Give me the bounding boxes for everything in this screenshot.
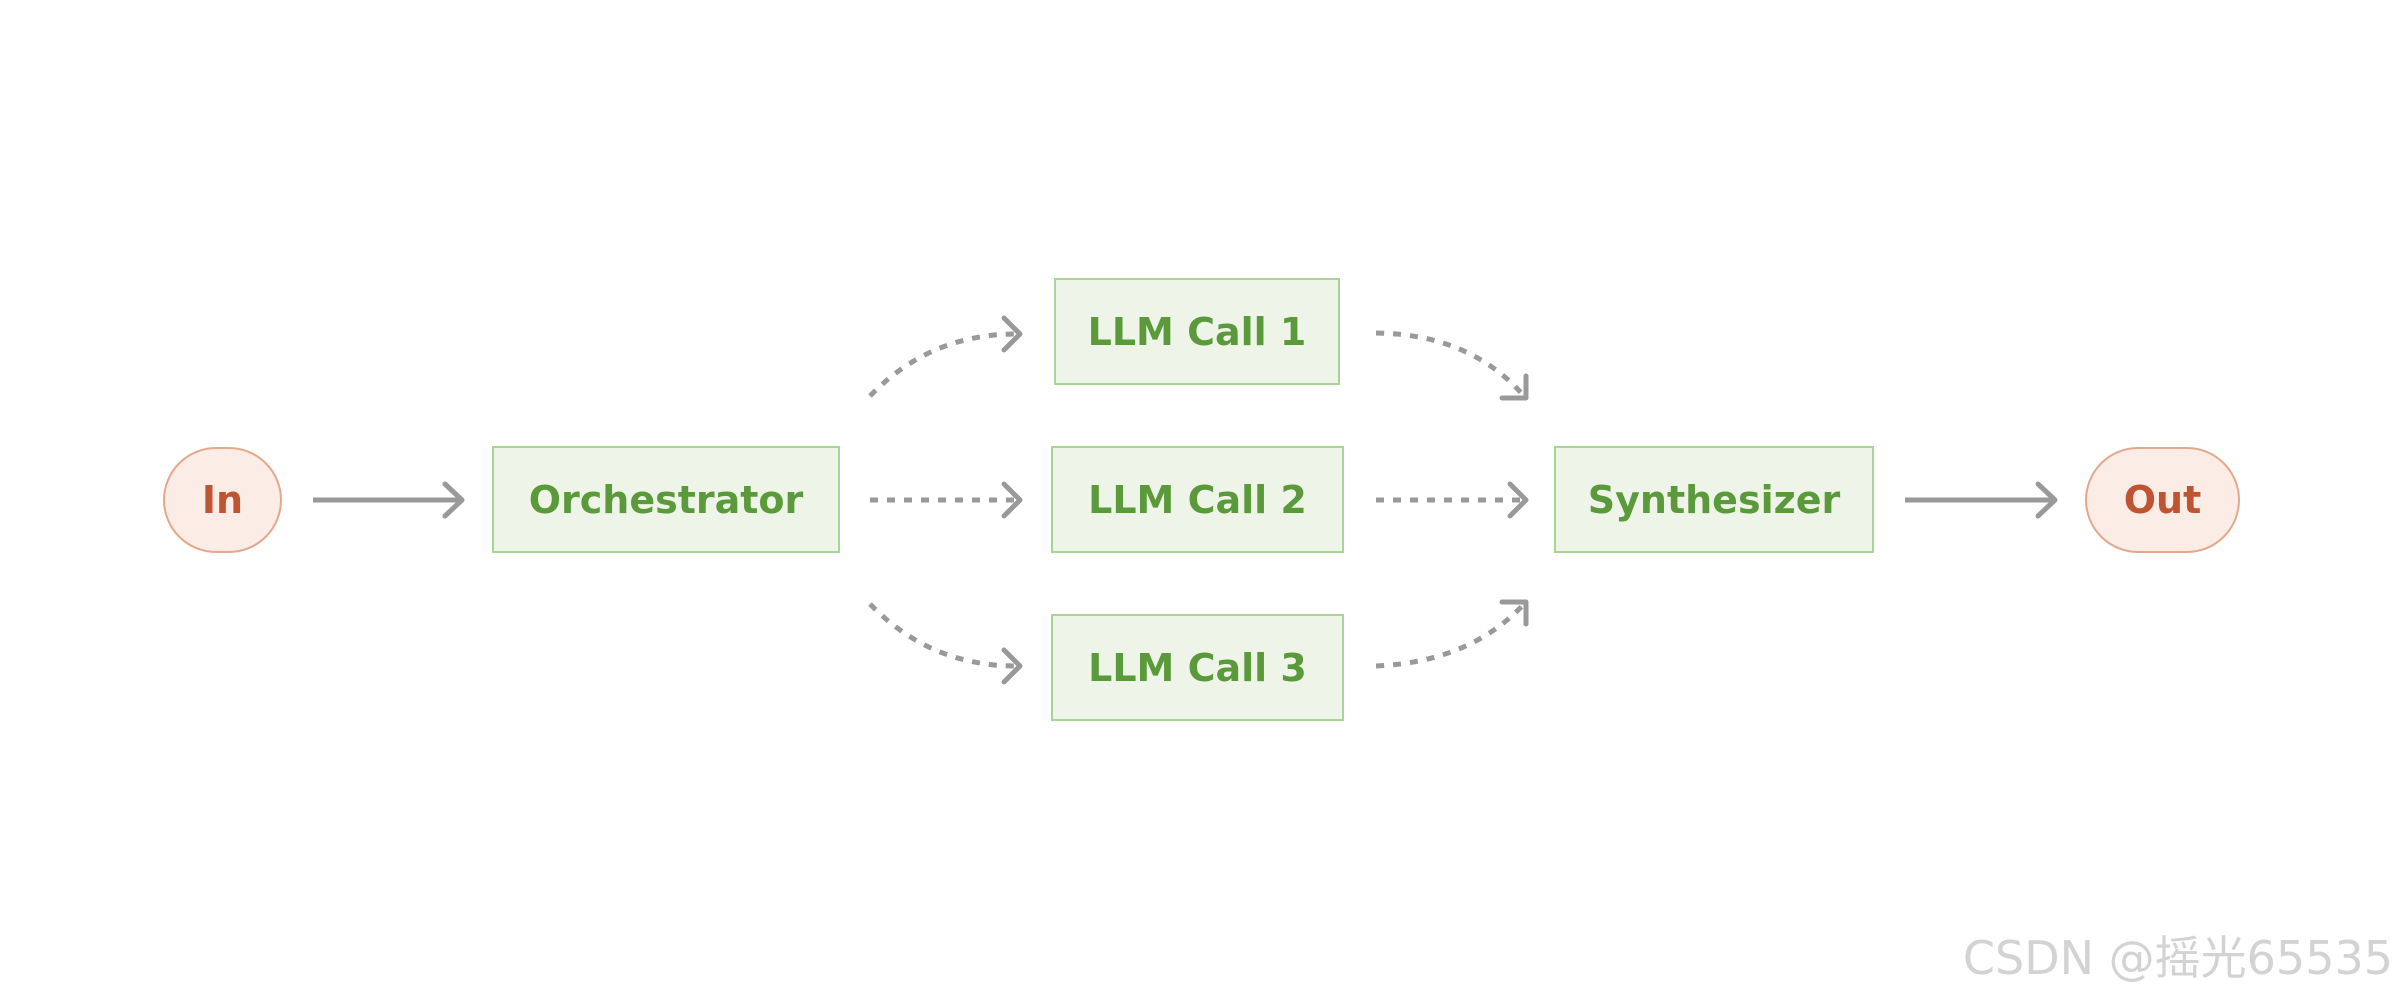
arrow-llm-call-1-to-synthesizer [1375, 330, 1529, 401]
arrow-orchestrator-to-llm-call-1 [868, 315, 1023, 398]
arrow-llm-call-3-to-synthesizer [1375, 599, 1529, 669]
synthesizer-node-label: Synthesizer [1587, 477, 1841, 522]
output-node-label: Out [2123, 478, 2202, 522]
arrow-in-to-orchestrator [313, 481, 465, 519]
llm-call-2-node: LLM Call 2 [1051, 446, 1344, 553]
orchestrator-node: Orchestrator [492, 446, 840, 553]
input-node-label: In [201, 478, 244, 522]
watermark: CSDN @摇光65535 [1962, 931, 2393, 985]
llm-call-1-node-label: LLM Call 1 [1087, 309, 1307, 354]
output-node: Out [2085, 447, 2240, 553]
arrow-synthesizer-to-out [1905, 481, 2058, 519]
arrow-orchestrator-to-llm-call-2 [870, 481, 1023, 519]
input-node: In [163, 447, 282, 553]
arrow-orchestrator-to-llm-call-3 [868, 602, 1023, 685]
llm-call-3-node-label: LLM Call 3 [1088, 645, 1307, 690]
llm-call-3-node: LLM Call 3 [1051, 614, 1344, 721]
llm-call-2-node-label: LLM Call 2 [1088, 477, 1307, 522]
synthesizer-node: Synthesizer [1554, 446, 1874, 553]
llm-call-1-node: LLM Call 1 [1054, 278, 1340, 385]
arrow-llm-call-2-to-synthesizer [1376, 481, 1529, 519]
orchestrator-node-label: Orchestrator [528, 477, 804, 522]
